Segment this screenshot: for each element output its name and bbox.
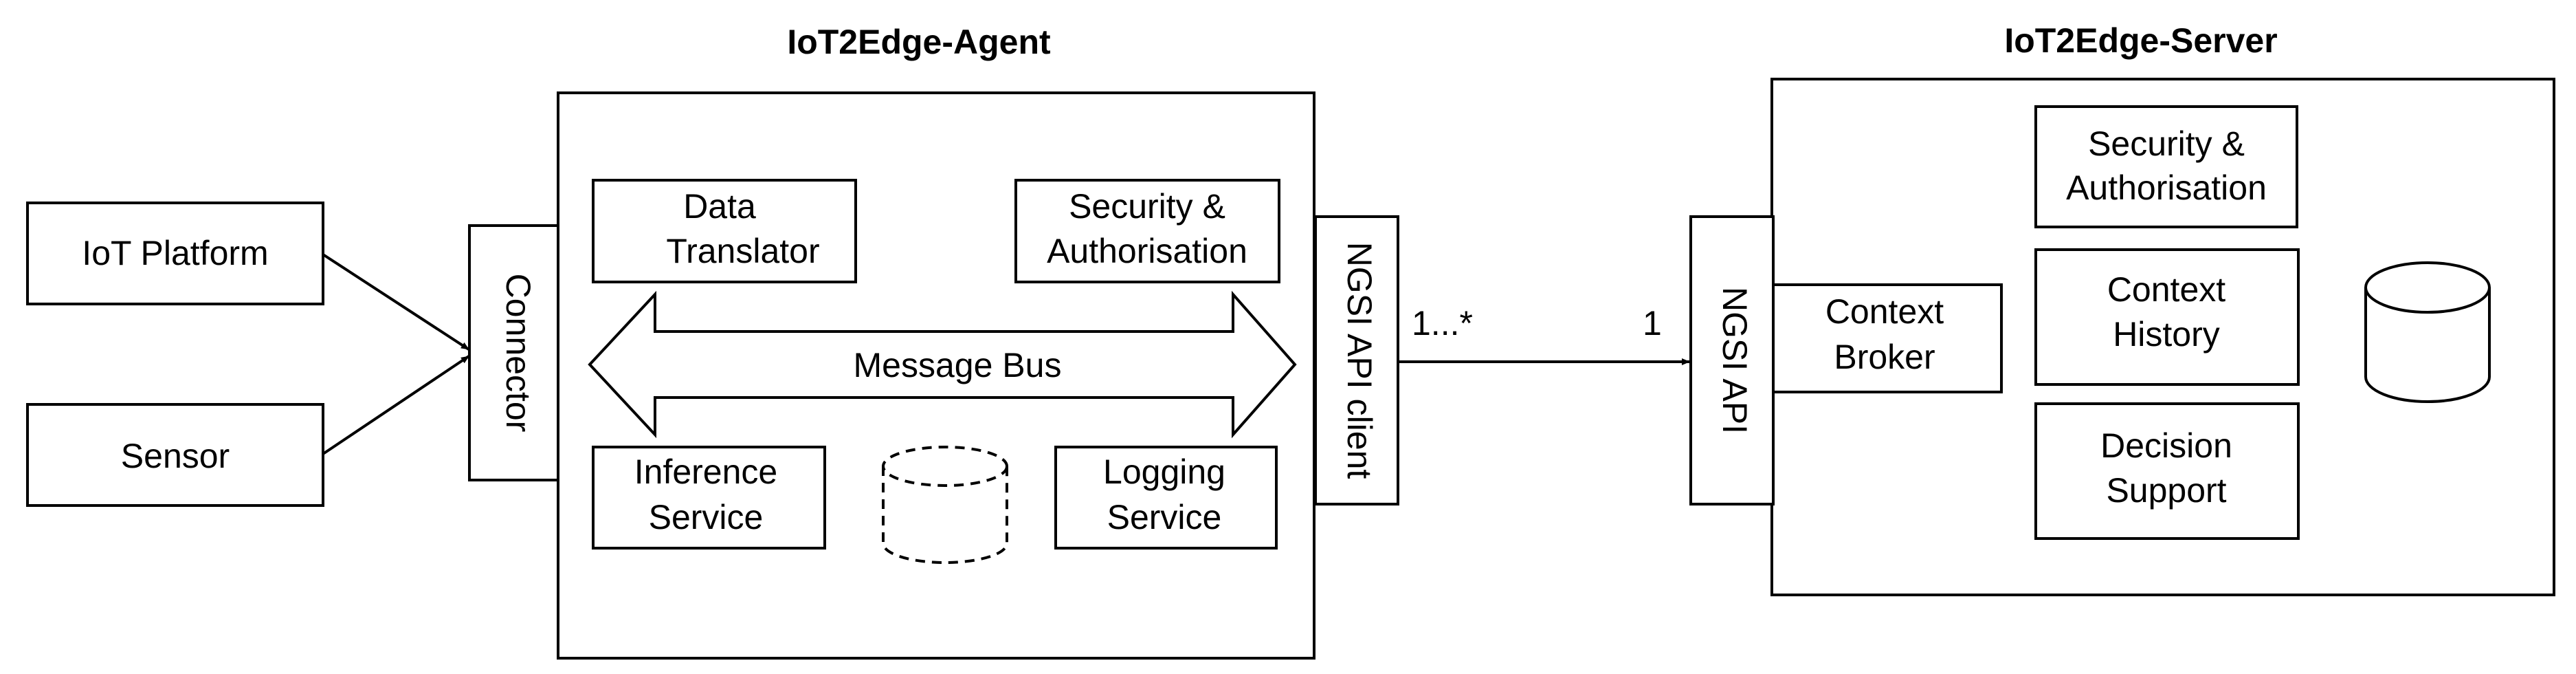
svg-text:NGSI API client: NGSI API client: [1340, 242, 1379, 479]
svg-text:Context: Context: [2107, 270, 2225, 309]
svg-text:History: History: [2113, 315, 2220, 354]
decision-support-box: Decision Support: [2034, 402, 2300, 540]
message-bus: Message Bus: [588, 290, 1297, 439]
target-multiplicity: 1: [1643, 304, 1662, 343]
svg-text:Sensor: Sensor: [121, 437, 230, 475]
inference-service-box: Inference Service: [592, 446, 826, 550]
svg-text:IoT Platform: IoT Platform: [82, 234, 268, 272]
ngsi-api-box: NGSI API: [1689, 215, 1775, 506]
svg-text:Service: Service: [1107, 498, 1222, 536]
svg-text:Authorisation: Authorisation: [2066, 168, 2267, 207]
svg-text:Message Bus: Message Bus: [854, 346, 1062, 384]
svg-text:Decision: Decision: [2100, 426, 2232, 465]
svg-text:Data: Data: [683, 187, 756, 226]
context-history-box: Context History: [2034, 248, 2300, 386]
svg-text:Logging: Logging: [1103, 453, 1225, 491]
agent-security-box: Security & Authorisation: [1014, 179, 1280, 283]
ngsi-api-client-box: NGSI API client: [1314, 215, 1399, 506]
connector-box: Connector: [468, 224, 564, 481]
data-translator-box: Data Translator: [592, 179, 857, 283]
svg-text:Security &: Security &: [1069, 187, 1225, 226]
iot-platform-arrow: [322, 253, 470, 351]
server-security-box: Security & Authorisation: [2034, 105, 2298, 228]
server-database-icon: [2364, 261, 2491, 403]
iot-platform-box: IoT Platform: [26, 202, 324, 305]
svg-text:Support: Support: [2106, 471, 2226, 510]
logging-service-box: Logging Service: [1054, 446, 1278, 550]
svg-text:Connector: Connector: [499, 274, 537, 433]
svg-text:Authorisation: Authorisation: [1047, 232, 1247, 270]
sensor-arrow: [322, 355, 470, 455]
server-title: IoT2Edge-Server: [2004, 21, 2277, 60]
svg-text:Inference: Inference: [634, 453, 777, 491]
svg-text:Context: Context: [1825, 292, 1944, 331]
agent-database-icon: [882, 446, 1008, 564]
context-broker-box: Context Broker: [1772, 283, 2003, 393]
svg-text:Translator: Translator: [666, 232, 819, 270]
sensor-box: Sensor: [26, 403, 324, 507]
source-multiplicity: 1...*: [1412, 304, 1473, 343]
svg-text:Security &: Security &: [2088, 124, 2245, 163]
svg-text:Service: Service: [649, 498, 764, 536]
svg-text:Broker: Broker: [1834, 338, 1935, 376]
svg-text:NGSI API: NGSI API: [1716, 287, 1754, 434]
agent-title: IoT2Edge-Agent: [787, 23, 1051, 61]
